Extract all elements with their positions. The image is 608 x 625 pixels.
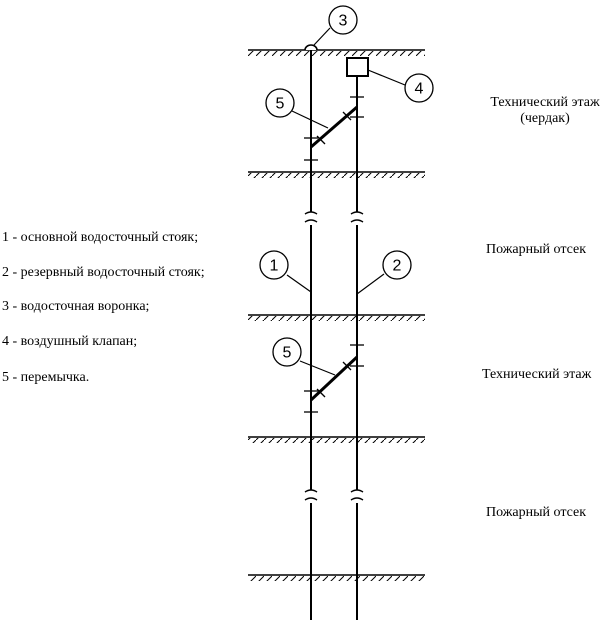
main-riser — [304, 50, 318, 620]
leader-jumper-top — [291, 110, 329, 129]
callout-jumper-mid-number: 5 — [283, 345, 292, 362]
callout-valve-number: 4 — [415, 81, 424, 98]
jumper-top — [304, 96, 364, 161]
callout-funnel-number: 3 — [339, 13, 348, 30]
leader-funnel — [313, 27, 331, 46]
floor-slab-bottom — [248, 574, 425, 581]
callout-funnel — [328, 5, 358, 35]
funnel-icon — [304, 44, 318, 51]
legend-item-reserve-riser: 2 - резервный водосточный стояк; — [2, 265, 205, 280]
zone-label-attic-line1: Технический этаж — [490, 95, 600, 110]
zone-label-attic: Технический этаж (чердак) — [482, 95, 608, 127]
reserve-riser — [350, 82, 364, 620]
floor-slab-fire1 — [248, 314, 425, 321]
callout-valve — [404, 73, 434, 103]
leader-valve — [367, 69, 406, 86]
callout-reserve-riser — [382, 250, 412, 280]
floor-slab-tech — [248, 436, 425, 443]
legend-item-jumper: 5 - перемычка. — [2, 370, 90, 385]
floor-slab-attic — [248, 171, 425, 178]
leader-jumper-mid — [299, 360, 336, 376]
callout-jumper-mid — [272, 337, 302, 367]
zone-label-attic-line2: (чердак) — [520, 111, 570, 126]
leader-main-riser — [286, 274, 312, 293]
jumper-mid — [304, 344, 364, 413]
air-valve-icon — [346, 57, 369, 82]
leader-reserve-riser — [356, 273, 385, 295]
zone-label-tech: Технический этаж — [482, 367, 592, 382]
callout-jumper-top — [265, 88, 295, 118]
callout-reserve-riser-number: 2 — [393, 258, 402, 275]
legend-item-air-valve: 4 - воздушный клапан; — [2, 334, 138, 349]
callout-jumper-top-number: 5 — [276, 96, 285, 113]
callout-main-riser — [259, 250, 289, 280]
legend-item-main-riser: 1 - основной водосточный стояк; — [2, 230, 199, 245]
floor-slab-roof — [248, 49, 425, 56]
zone-label-fire1: Пожарный отсек — [486, 242, 587, 257]
zone-label-fire2: Пожарный отсек — [486, 505, 587, 520]
legend-item-funnel: 3 - водосточная воронка; — [2, 299, 150, 314]
callout-main-riser-number: 1 — [270, 258, 279, 275]
